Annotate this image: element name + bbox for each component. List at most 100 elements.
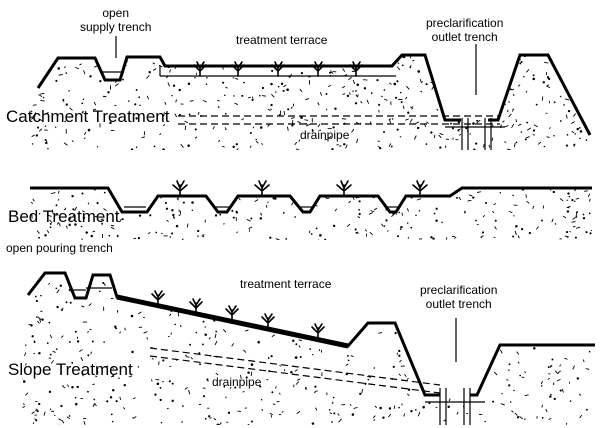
soil-speck <box>103 283 106 286</box>
soil-speck <box>310 233 313 235</box>
soil-speck <box>476 119 481 124</box>
soil-speck <box>225 396 227 399</box>
soil-speck <box>305 207 309 211</box>
soil-speck <box>56 305 59 309</box>
soil-speck <box>75 67 80 70</box>
soil-speck <box>346 223 351 227</box>
soil-speck <box>401 212 404 216</box>
soil-speck <box>146 75 150 79</box>
soil-speck <box>148 279 151 282</box>
soil-speck <box>433 212 436 215</box>
soil-speck <box>83 70 86 75</box>
soil-speck <box>187 144 190 147</box>
soil-speck <box>416 126 420 130</box>
soil-speck <box>385 219 388 222</box>
soil-speck <box>582 213 585 216</box>
soil-speck <box>472 122 475 125</box>
soil-speck <box>135 89 138 92</box>
soil-speck <box>549 127 551 130</box>
soil-speck <box>532 129 536 132</box>
soil-speck <box>252 126 255 129</box>
soil-speck <box>215 372 219 376</box>
soil-speck <box>245 376 248 379</box>
soil-speck <box>372 415 376 419</box>
soil-speck <box>138 96 141 99</box>
soil-speck <box>489 61 492 66</box>
soil-speck <box>174 113 178 118</box>
soil-speck <box>363 87 367 90</box>
soil-speck <box>511 410 514 413</box>
soil-speck <box>146 95 149 100</box>
soil-speck <box>564 235 569 238</box>
soil-speck <box>491 106 496 109</box>
soil-speck <box>360 55 363 58</box>
soil-speck <box>89 328 92 331</box>
soil-speck <box>190 357 193 360</box>
soil-speck <box>35 408 40 412</box>
soil-speck <box>336 57 340 62</box>
soil-speck <box>92 108 97 111</box>
soil-speck <box>222 329 227 333</box>
soil-speck <box>366 375 371 378</box>
soil-speck <box>517 235 520 239</box>
soil-speck <box>480 235 484 238</box>
soil-speck <box>517 123 522 126</box>
soil-speck <box>570 331 575 334</box>
soil-speck <box>208 337 211 340</box>
soil-speck <box>575 216 578 218</box>
soil-speck <box>469 315 473 319</box>
soil-speck <box>47 147 49 150</box>
soil-speck <box>447 405 450 409</box>
soil-speck <box>270 355 273 358</box>
soil-speck <box>508 280 511 283</box>
soil-speck <box>524 371 527 374</box>
soil-speck <box>401 64 404 67</box>
soil-speck <box>548 373 551 375</box>
soil-speck <box>390 314 395 318</box>
soil-speck <box>218 139 221 143</box>
soil-speck <box>42 56 45 59</box>
soil-speck <box>399 135 402 138</box>
soil-speck <box>286 126 289 131</box>
soil-speck <box>584 293 587 296</box>
soil-speck <box>546 278 548 280</box>
soil-speck <box>344 55 347 59</box>
soil-speck <box>290 370 293 374</box>
soil-speck <box>160 421 163 424</box>
soil-speck <box>76 385 79 389</box>
soil-speck <box>32 104 37 106</box>
soil-speck <box>275 91 277 94</box>
bed-ground-outline <box>30 186 592 214</box>
soil-speck <box>471 82 474 84</box>
soil-speck <box>223 385 226 388</box>
soil-speck <box>373 419 375 421</box>
soil-speck <box>315 239 320 240</box>
soil-speck <box>22 380 26 383</box>
soil-speck <box>250 217 253 220</box>
soil-speck <box>130 148 134 150</box>
soil-speck <box>222 145 225 148</box>
soil-speck <box>396 80 399 83</box>
soil-speck <box>82 98 85 101</box>
soil-speck <box>351 128 355 133</box>
soil-speck <box>499 349 503 354</box>
soil-speck <box>488 144 491 148</box>
soil-speck <box>329 412 333 415</box>
bed-title: Bed Treatment <box>8 207 120 226</box>
soil-speck <box>260 399 263 401</box>
soil-speck <box>406 377 409 380</box>
soil-speck <box>31 335 34 338</box>
soil-speck <box>515 224 518 228</box>
soil-speck <box>464 210 466 212</box>
soil-speck <box>76 340 80 343</box>
soil-speck <box>57 67 60 70</box>
soil-speck <box>171 382 174 385</box>
soil-speck <box>347 292 350 295</box>
soil-speck <box>553 332 557 335</box>
soil-speck <box>282 89 285 92</box>
soil-speck <box>554 223 557 225</box>
soil-speck <box>465 101 468 104</box>
soil-speck <box>456 82 459 85</box>
soil-speck <box>263 55 267 60</box>
soil-speck <box>583 341 585 344</box>
